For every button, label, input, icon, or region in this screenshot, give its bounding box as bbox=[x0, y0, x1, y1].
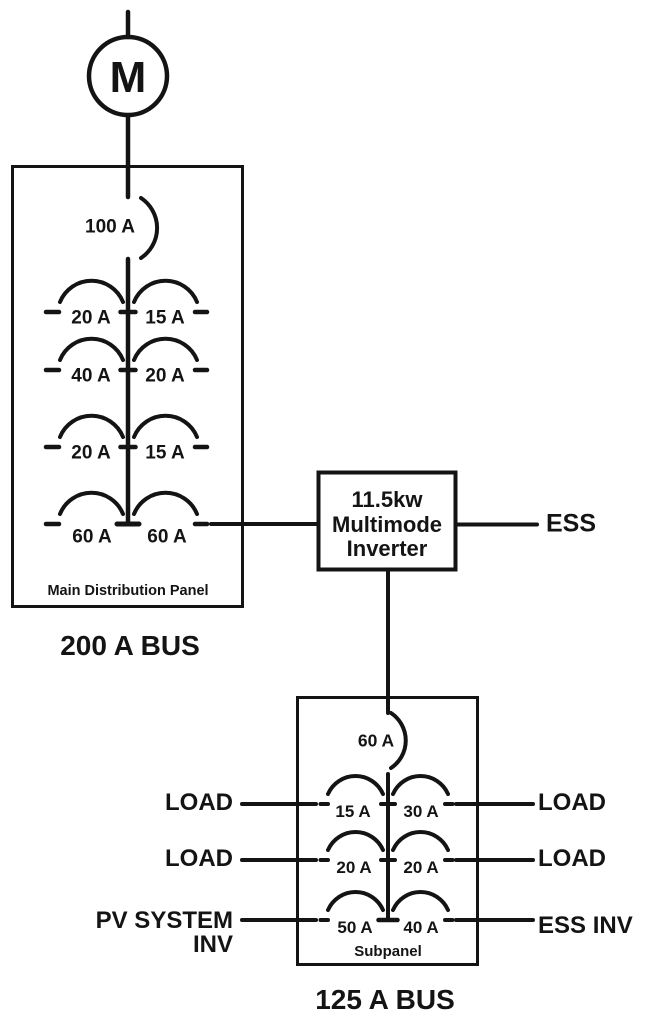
main-breaker-rating-label: 100 A bbox=[85, 216, 135, 238]
subpanel-main-breaker-arc bbox=[389, 711, 408, 770]
main-breaker-row-2 bbox=[43, 336, 210, 373]
breaker-label-sub-row1-left: 15 A bbox=[335, 801, 371, 821]
main-breaker-100a-arc bbox=[139, 196, 160, 260]
subpanel-breaker-row-1 bbox=[240, 773, 535, 806]
breaker-label-sub-row3-right: 40 A bbox=[403, 917, 439, 937]
breaker-label-main-row2-left: 40 A bbox=[71, 365, 111, 387]
main-panel-box bbox=[11, 165, 244, 608]
breaker-label-main-row4-left: 60 A bbox=[72, 526, 112, 548]
ess-label: ESS bbox=[546, 509, 597, 538]
subpanel-breaker-row-3 bbox=[240, 889, 535, 923]
subpanel-bus-rating-label: 125 A BUS bbox=[315, 983, 455, 1015]
inverter-label: 11.5kw Multimode Inverter bbox=[332, 487, 442, 562]
subpanel-main-breaker-label: 60 A bbox=[357, 730, 395, 751]
ess-inv-label: ESS INV bbox=[538, 912, 633, 940]
breaker-label-main-row1-left: 20 A bbox=[71, 307, 111, 329]
load-label-right-1: LOAD bbox=[538, 789, 606, 817]
main-breaker-row-3 bbox=[43, 413, 210, 450]
breaker-label-main-row4-right: 60 A bbox=[147, 526, 187, 548]
subpanel-title: Subpanel bbox=[354, 942, 422, 960]
meter-symbol-label: M bbox=[109, 53, 147, 103]
main-breaker-row-1 bbox=[43, 278, 210, 315]
breaker-label-sub-row1-right: 30 A bbox=[403, 801, 439, 821]
main-breaker-row-4 bbox=[43, 490, 210, 527]
main-panel-title: Main Distribution Panel bbox=[47, 583, 209, 600]
breaker-label-main-row2-right: 20 A bbox=[145, 365, 185, 387]
breaker-label-main-row3-right: 15 A bbox=[145, 442, 185, 464]
main-bus-rating-label: 200 A BUS bbox=[60, 629, 200, 661]
load-label-right-2: LOAD bbox=[538, 845, 606, 873]
load-label-left-2: LOAD bbox=[165, 845, 233, 873]
load-label-left-1: LOAD bbox=[165, 789, 233, 817]
subpanel-breaker-row-2 bbox=[240, 829, 535, 862]
breaker-label-sub-row2-right: 20 A bbox=[403, 857, 439, 877]
breaker-label-main-row3-left: 20 A bbox=[71, 442, 111, 464]
pv-system-inv-label: PV SYSTEM INV bbox=[95, 907, 233, 958]
breaker-label-sub-row3-left: 50 A bbox=[337, 917, 373, 937]
breaker-label-sub-row2-left: 20 A bbox=[336, 857, 372, 877]
subpanel-box bbox=[296, 696, 479, 966]
breaker-label-main-row1-right: 15 A bbox=[145, 307, 185, 329]
